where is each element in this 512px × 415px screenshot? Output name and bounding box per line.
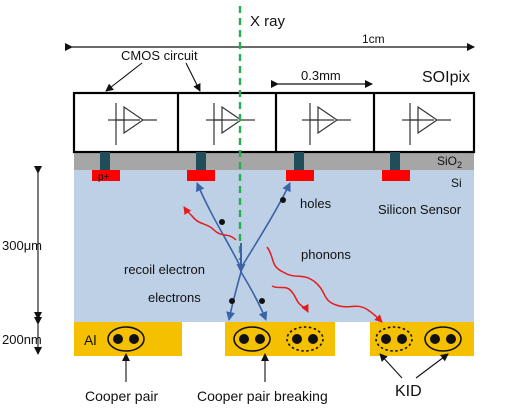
- via: [294, 152, 304, 170]
- electron-track: [226, 271, 242, 321]
- hole-track: [196, 182, 242, 269]
- phonons-label: phonons: [301, 247, 351, 262]
- broken-cooper-pair: [375, 326, 413, 352]
- p-plus-implant: [187, 170, 215, 181]
- cmos-callout-line: [185, 62, 201, 92]
- charge-dot: [219, 219, 225, 225]
- cmos-circuit-label: CMOS circuit: [121, 48, 198, 63]
- silicon-sensor-label: Silicon Sensor: [378, 202, 462, 217]
- soipix-label: SOIpix: [422, 69, 470, 86]
- amplifier-icon: [206, 103, 255, 145]
- pitch-label: 0.3mm: [301, 68, 341, 83]
- hole-track: [240, 182, 291, 269]
- xray-label: X ray: [250, 13, 286, 30]
- charge-dot: [259, 298, 265, 304]
- al-thickness-label: 200nm: [2, 332, 42, 347]
- electron-track: [240, 271, 268, 321]
- cooper-pair: [424, 326, 462, 352]
- si-label: Si: [451, 176, 462, 190]
- amplifier-icon: [302, 103, 351, 145]
- charge-dot: [280, 197, 286, 203]
- via: [100, 152, 110, 170]
- sio2-label: SiO2: [437, 154, 462, 170]
- kid-callout-arrow: [415, 353, 449, 379]
- p-plus-implant: [382, 170, 410, 181]
- cooper-pair-label: Cooper pair: [85, 388, 158, 404]
- holes-label: holes: [300, 196, 332, 211]
- phonon-path: [266, 246, 383, 323]
- cmos-circuit-block: [72, 91, 476, 154]
- electrons-label: electrons: [148, 290, 201, 305]
- amplifier-icon: [402, 103, 451, 145]
- sio2-layer: [74, 152, 474, 170]
- amplifier-icon: [108, 103, 157, 145]
- cooper-pair: [233, 326, 271, 352]
- cooper-pair: [107, 326, 145, 352]
- phonon-path: [271, 285, 309, 313]
- cooper-pair-breaking-label: Cooper pair breaking: [197, 388, 328, 404]
- via: [196, 152, 206, 170]
- p-plus-implant: [92, 170, 120, 181]
- recoil-electron-label: recoil electron: [124, 262, 205, 277]
- broken-cooper-pair: [286, 326, 324, 352]
- via: [390, 152, 400, 170]
- p-plus-label: p+: [98, 172, 110, 183]
- kid-callout-arrow: [379, 353, 403, 379]
- charge-dot: [229, 298, 235, 304]
- silicon-sensor-layer: [74, 170, 474, 322]
- al-label: Al: [84, 332, 96, 348]
- width-label: 1cm: [362, 32, 385, 46]
- sensor-thickness-label: 300μm: [2, 238, 42, 253]
- cmos-callout-line: [105, 62, 143, 92]
- p-plus-implant: [286, 170, 314, 181]
- phonon-path: [183, 206, 237, 241]
- kid-label: KID: [395, 383, 422, 400]
